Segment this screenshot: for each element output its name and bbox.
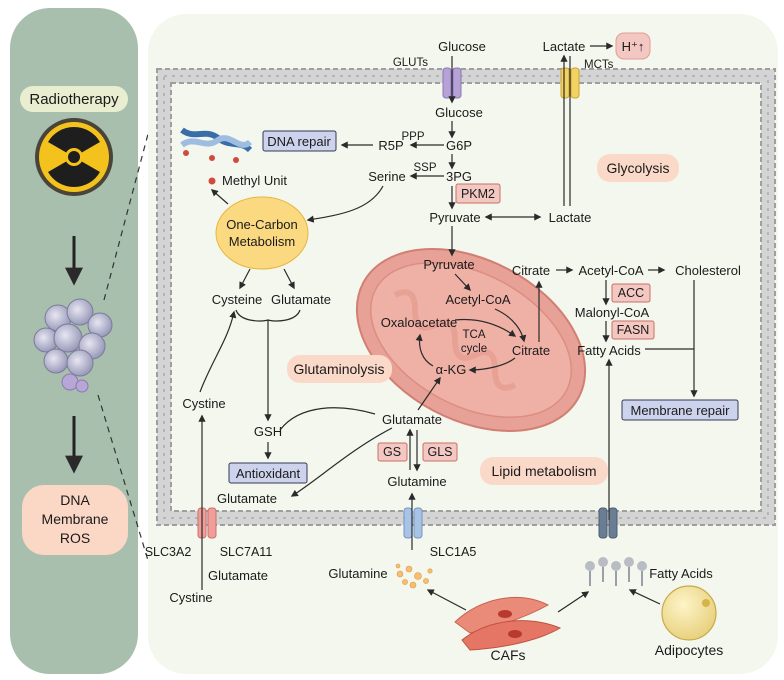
mitochondrion: [355, 248, 587, 432]
cafs-label: CAFs: [491, 647, 526, 663]
cystine-in: Cystine: [182, 396, 225, 411]
fasn-label: FASN: [617, 323, 650, 337]
outcome-ros: ROS: [60, 530, 90, 546]
radiation-icon: [35, 118, 113, 196]
lipid-metabolism-label: Lipid metabolism: [491, 463, 596, 479]
dna-repair-label: DNA repair: [267, 134, 331, 149]
dna-helix-icon: [180, 127, 253, 163]
fasn-box: [611, 320, 655, 340]
glycolysis-pill: [597, 154, 679, 182]
antioxidant-label: Antioxidant: [236, 466, 301, 481]
glutamine-out: Glutamine: [328, 566, 387, 581]
slc7a11-label: SLC7A11: [220, 545, 273, 559]
gs-box: [377, 442, 408, 462]
glucose-out: Glucose: [438, 39, 486, 54]
mcts-transporter: [560, 67, 580, 99]
antioxidant-box: [228, 462, 308, 484]
radiotherapy-label: Radiotherapy: [29, 91, 119, 108]
glutamate-gsh: Glutamate: [271, 292, 331, 307]
dna-repair-box: [262, 130, 337, 152]
adipocytes-label: Adipocytes: [655, 642, 723, 658]
membrane-repair-box: [621, 399, 739, 421]
glutamate-export: Glutamate: [217, 491, 277, 506]
gsh: GSH: [254, 424, 282, 439]
glucose-in: Glucose: [435, 105, 483, 120]
acc-label: ACC: [618, 286, 644, 300]
fatty-acid-molecules-icon: [585, 557, 647, 586]
acc-box: [611, 283, 651, 303]
malonyl-coa: Malonyl-CoA: [575, 305, 650, 320]
h-plus-box: [615, 32, 651, 60]
fatty-acids-in: Fatty Acids: [577, 343, 641, 358]
oxaloacetate: Oxaloacetate: [381, 315, 458, 330]
glutaminolysis-label: Glutaminolysis: [293, 361, 384, 377]
glutamate-center: Glutamate: [382, 412, 442, 427]
glutamate-out: Glutamate: [208, 568, 268, 583]
one-carbon-line2: Metabolism: [229, 234, 295, 249]
pyruvate-mito: Pyruvate: [423, 257, 474, 272]
lactate-out: Lactate: [543, 39, 586, 54]
outcome-box: [22, 485, 128, 555]
r5p: R5P: [378, 138, 403, 153]
serine: Serine: [368, 169, 406, 184]
citrate-mito: Citrate: [512, 343, 550, 358]
slc1a5-label: SLC1A5: [430, 545, 477, 559]
glutamine-particles-icon: [395, 563, 433, 589]
methyl-unit: Methyl Unit: [222, 173, 287, 188]
pathway-arrows: [198, 42, 698, 613]
citrate-cyto: Citrate: [512, 263, 550, 278]
ppp-label: PPP: [401, 131, 424, 143]
slc1a5-transporter: [403, 507, 423, 539]
mcts-label: MCTs: [584, 59, 614, 71]
adipocyte-icon: [661, 585, 717, 641]
pkm2-label: PKM2: [461, 187, 495, 201]
fatty-acid-transporter: [598, 507, 618, 539]
pkm2-box: [455, 183, 501, 204]
gls-label: GLS: [427, 445, 452, 459]
ssp-label: SSP: [413, 162, 436, 174]
outcome-membrane: Membrane: [42, 511, 109, 527]
radiotherapy-pill: [20, 86, 128, 112]
outcome-dna: DNA: [60, 492, 90, 508]
fatty-acids-out: Fatty Acids: [649, 566, 713, 581]
gluts-transporter: [442, 67, 462, 99]
3pg: 3PG: [446, 169, 472, 184]
pyruvate-cytosol: Pyruvate: [429, 210, 480, 225]
gluts-label: GLUTs: [393, 57, 428, 69]
membrane-repair-label: Membrane repair: [631, 403, 731, 418]
h-plus-label: H⁺↑: [622, 39, 645, 54]
tca-label-1: TCA: [463, 329, 486, 341]
glutamine-in: Glutamine: [387, 474, 446, 489]
one-carbon-line1: One-Carbon: [226, 217, 298, 232]
g6p: G6P: [446, 138, 472, 153]
cysteine: Cysteine: [212, 292, 263, 307]
acetyl-coa-cyto: Acetyl-CoA: [578, 263, 643, 278]
lipid-metabolism-pill: [480, 457, 608, 485]
one-carbon-node: [215, 196, 309, 270]
cafs-icon: [454, 596, 562, 651]
akg: α-KG: [436, 362, 467, 377]
glycolysis-label: Glycolysis: [606, 160, 669, 176]
tumor-cells-icon: [33, 298, 113, 393]
acetyl-coa-mito: Acetyl-CoA: [445, 292, 510, 307]
gls-box: [422, 442, 458, 462]
tca-label-2: cycle: [461, 343, 487, 355]
cholesterol: Cholesterol: [675, 263, 741, 278]
glutaminolysis-pill: [287, 355, 392, 383]
metabolite-labels: Glucose GLUTs Glucose Lactate MCTs G6P R…: [145, 39, 741, 663]
methyl-dot: [208, 177, 216, 185]
lactate-in: Lactate: [549, 210, 592, 225]
gs-label: GS: [383, 445, 401, 459]
slc3a2-label: SLC3A2: [145, 545, 192, 559]
cell-membrane: [156, 68, 776, 526]
cystine-out: Cystine: [169, 590, 212, 605]
